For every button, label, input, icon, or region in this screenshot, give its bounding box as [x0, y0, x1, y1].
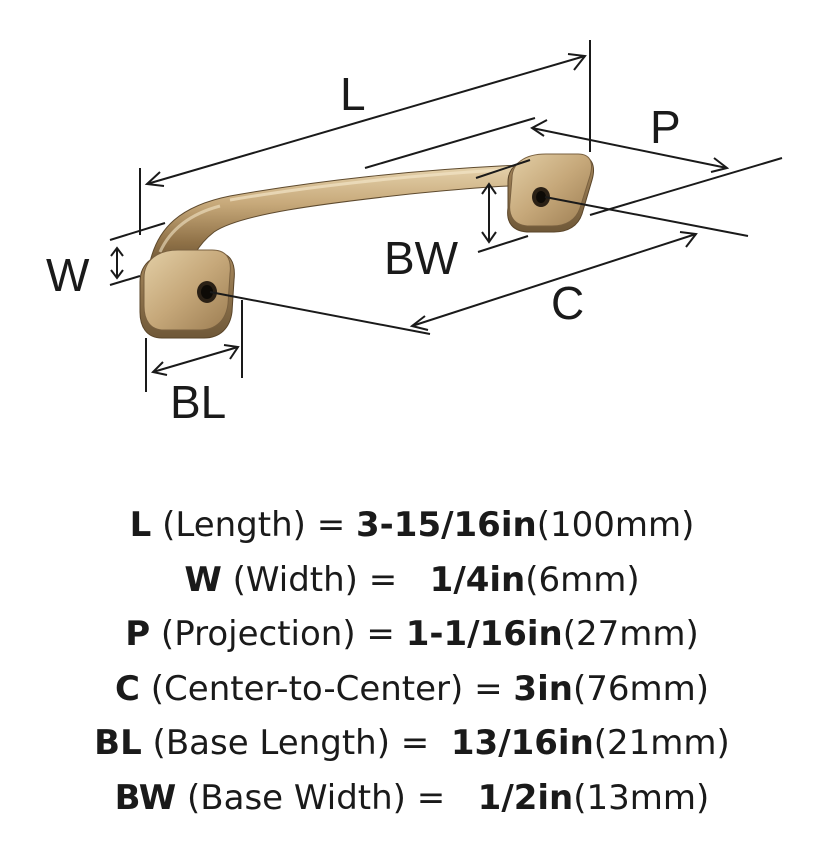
p-arrow-right	[710, 157, 730, 173]
w-arrow-bottom	[110, 269, 124, 280]
label-l: L	[340, 68, 366, 120]
spec-metric: (100mm)	[536, 505, 695, 545]
label-bw: BW	[384, 232, 459, 284]
spec-imperial: 1/2in	[477, 777, 574, 818]
spec-imperial: 3in	[513, 668, 573, 709]
spec-key: W	[184, 559, 222, 600]
bl-arrow-left	[150, 361, 168, 376]
spec-key: C	[115, 668, 140, 709]
c-extension-left	[209, 291, 431, 335]
w-extension-top	[109, 222, 166, 241]
c-extension-right	[544, 196, 749, 237]
spec-key: BW	[114, 777, 177, 818]
spec-key: P	[125, 614, 151, 655]
spec-desc: (Center-to-Center) =	[139, 668, 514, 709]
label-p: P	[650, 101, 681, 153]
spec-desc: (Base Length) =	[141, 723, 451, 764]
spec-desc: (Base Width) =	[176, 777, 478, 818]
l-arrow-left	[144, 171, 165, 187]
l-dimension-line	[146, 55, 586, 185]
w-extension-bottom	[109, 275, 141, 286]
dimension-lines	[109, 40, 783, 392]
handle-illustration: L P W BW C BL	[46, 40, 783, 428]
dimension-spec-list: L (Length) = 3-15/16in(100mm) W (Width) …	[0, 498, 824, 826]
spec-length: L (Length) = 3-15/16in(100mm)	[0, 498, 824, 553]
c-arrow-left	[409, 315, 429, 331]
spec-metric: (27mm)	[562, 614, 699, 655]
label-c: C	[551, 277, 584, 329]
spec-metric: (76mm)	[572, 668, 709, 709]
left-base	[139, 249, 235, 339]
spec-imperial: 1-1/16in	[405, 614, 563, 655]
w-arrow-top	[110, 246, 124, 257]
c-dimension-line	[411, 233, 697, 327]
spec-desc: (Width) =	[221, 559, 430, 600]
spec-desc: (Length) =	[151, 505, 357, 545]
bw-arrow-top	[481, 182, 497, 195]
label-w: W	[46, 249, 90, 301]
spec-key: BL	[94, 723, 142, 764]
p-extension	[364, 117, 536, 169]
spec-desc: (Projection) =	[150, 614, 406, 655]
spec-metric: (6mm)	[525, 559, 640, 600]
spec-projection: P (Projection) = 1-1/16in(27mm)	[0, 607, 824, 662]
p-extension-right	[589, 157, 783, 216]
spec-width: W (Width) = 1/4in(6mm)	[0, 553, 824, 608]
p-dimension-line	[531, 127, 728, 169]
bw-arrow-bottom	[481, 231, 497, 244]
spec-metric: (21mm)	[593, 723, 730, 764]
spec-metric: (13mm)	[573, 777, 710, 818]
spec-base-width: BW (Base Width) = 1/2in(13mm)	[0, 771, 824, 826]
bw-extension-top	[475, 159, 531, 179]
bl-dimension-line	[152, 346, 239, 373]
p-arrow-left	[530, 119, 548, 137]
l-arrow-right	[567, 53, 587, 71]
bl-arrow-right	[223, 344, 240, 360]
label-bl: BL	[170, 376, 226, 428]
right-base	[507, 153, 594, 233]
spec-center-to-center: C (Center-to-Center) = 3in(76mm)	[0, 662, 824, 717]
spec-imperial: 3-15/16in	[356, 505, 537, 545]
bw-extension-bottom	[477, 235, 529, 253]
spec-imperial: 13/16in	[450, 723, 594, 764]
spec-imperial: 1/4in	[429, 559, 526, 600]
c-arrow-right	[679, 231, 698, 248]
spec-key: L	[129, 505, 152, 545]
spec-base-length: BL (Base Length) = 13/16in(21mm)	[0, 716, 824, 771]
